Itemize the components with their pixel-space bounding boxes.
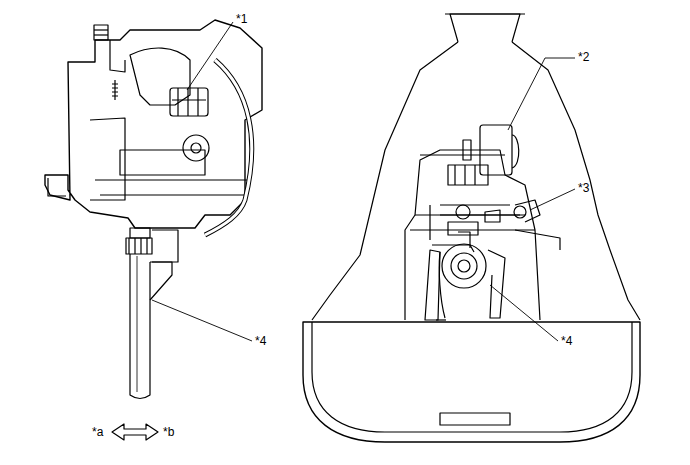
callout-number: *4 [255, 334, 266, 348]
direction-label: *a [92, 425, 103, 439]
callout-number: *4 [561, 334, 572, 348]
left-actuator [45, 20, 262, 235]
leader-lines [152, 22, 575, 341]
direction-label: *b [163, 425, 174, 439]
right-transfer-case [303, 14, 640, 442]
callout-number: *3 [578, 181, 589, 195]
motor-part [480, 125, 512, 175]
left-shift-shaft [126, 228, 178, 399]
callout-number: *1 [236, 12, 247, 26]
direction-arrow [112, 424, 158, 440]
callout-number: *2 [578, 50, 589, 64]
